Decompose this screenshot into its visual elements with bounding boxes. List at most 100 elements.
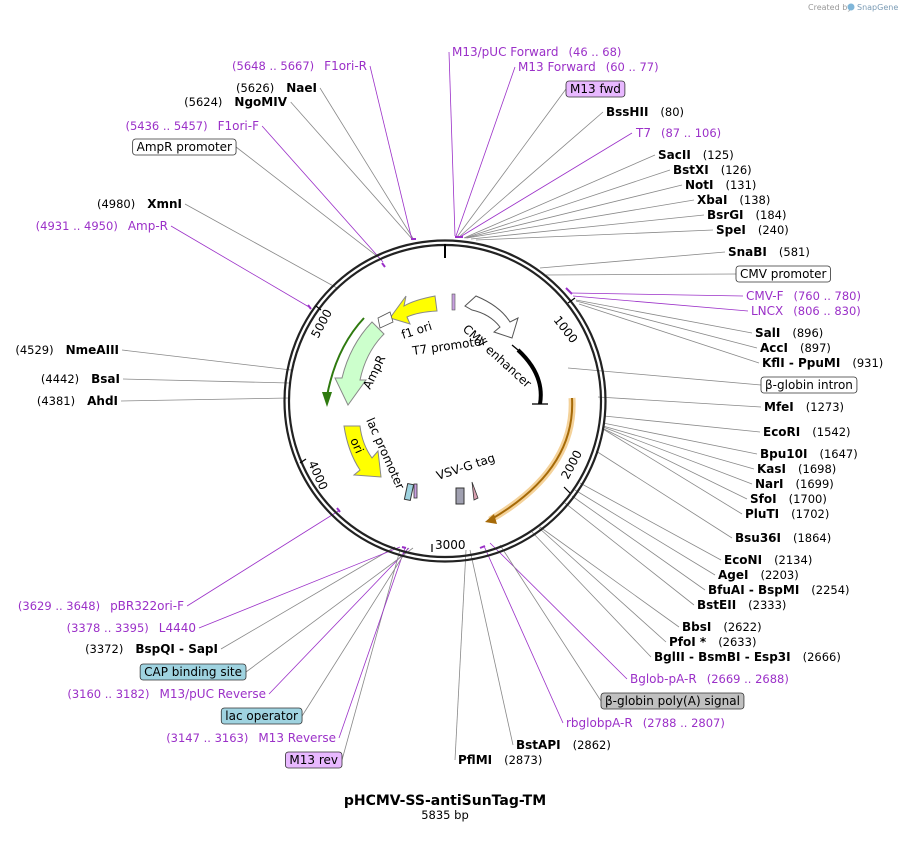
site-label-acci: AccI(897)	[760, 341, 831, 355]
site-label-bsshii: BssHII(80)	[606, 105, 684, 119]
site-position: (4381)	[37, 394, 75, 408]
site-position: (60 .. 77)	[606, 60, 659, 74]
site-label-bpu10i: Bpu10I(1647)	[760, 447, 858, 461]
site-label-m13-forward: M13 Forward(60 .. 77)	[518, 60, 659, 74]
site-label-text: BstXI(126)	[673, 163, 752, 177]
site-label-text: AgeI(2203)	[718, 568, 799, 582]
site-position: (131)	[726, 178, 757, 192]
site-label-text: BssHII(80)	[606, 105, 684, 119]
credit-brand: SnapGene	[857, 3, 898, 12]
site-position: (3147 .. 3163)	[166, 731, 248, 745]
site-label-m13-reverse: (3147 .. 3163) M13 Reverse	[166, 731, 336, 745]
site-position: (3372)	[85, 642, 123, 656]
site-position: (3378 .. 3395)	[67, 621, 149, 635]
vsv-g-tag-box	[455, 487, 465, 505]
site-name: SacII	[658, 148, 691, 162]
site-label-pflmi: PflMI(2873)	[458, 753, 542, 767]
site-position: (184)	[756, 208, 787, 222]
site-name: XbaI	[697, 193, 727, 207]
site-label-ngomiv: (5624) NgoMIV	[184, 95, 288, 109]
site-name: NarI	[755, 477, 784, 491]
site-label-text: PflMI(2873)	[458, 753, 542, 767]
site-label-sacii: SacII (125)	[658, 148, 734, 162]
site-name: BfuAI - BspMI	[708, 583, 799, 597]
box-label-text: AmpR promoter	[137, 140, 232, 154]
ampr-green-arrowhead	[322, 392, 332, 407]
feature-vsv-g-tag: VSV-G tag	[435, 451, 497, 483]
site-labels: M13/pUC Forward(46 .. 68)M13 Forward(60 …	[15, 45, 883, 769]
site-position: (2862)	[573, 738, 611, 752]
site-name: PfoI *	[669, 635, 707, 649]
site-label-globin-intron: β-globin intron	[760, 376, 858, 394]
site-label-text: EcoNI(2134)	[724, 553, 812, 567]
site-name: Amp-R	[128, 219, 168, 233]
site-label-text: PluTI(1702)	[745, 507, 829, 521]
site-label-l4440: (3378 .. 3395) L4440	[67, 621, 196, 635]
site-position: (2666)	[803, 650, 841, 664]
site-name: BsrGI	[707, 208, 744, 222]
site-name: SfoI	[750, 492, 777, 506]
plasmid-length: 5835 bp	[421, 808, 469, 822]
box-label-frame	[565, 80, 626, 98]
site-position: (5624)	[184, 95, 222, 109]
site-position: (1698)	[798, 462, 836, 476]
box-label-frame	[760, 376, 858, 394]
site-label-t7: T7(87 .. 106)	[635, 126, 721, 140]
site-label-text: SalI(896)	[755, 326, 823, 340]
site-position: (1647)	[819, 447, 857, 461]
site-position: (4442)	[41, 372, 79, 386]
site-position: (2633)	[718, 635, 756, 649]
site-position: (240)	[758, 223, 789, 237]
site-label-nmeaiii: (4529) NmeAIII	[15, 343, 119, 357]
site-label-pfoi: PfoI * (2633)	[669, 635, 756, 649]
site-name: NgoMIV	[234, 95, 287, 109]
site-name: M13 Reverse	[258, 731, 336, 745]
site-label-text: NarI(1699)	[755, 477, 834, 491]
site-label-text: rbglobpA-R (2788 .. 2807)	[566, 716, 725, 730]
site-position: (2333)	[748, 598, 786, 612]
backbone-ring	[283, 239, 607, 563]
site-label-text: (4442)BsaI	[41, 372, 120, 386]
site-label-bstapi: BstAPI(2862)	[516, 738, 611, 752]
site-name: rbglobpA-R	[566, 716, 633, 730]
site-label-m13-puc-reverse: (3160 .. 3182)M13/pUC Reverse	[67, 687, 266, 701]
site-position: (897)	[800, 341, 831, 355]
site-position: (4529)	[15, 343, 53, 357]
box-label-frame	[139, 663, 247, 681]
label-connectors	[120, 51, 762, 761]
site-label-text: BglII - BsmBI - Esp3I (2666)	[654, 650, 841, 664]
site-name: L4440	[159, 621, 196, 635]
site-label-pbr322ori-f: (3629 .. 3648)pBR322ori-F	[18, 599, 184, 613]
site-position: (1273)	[806, 400, 844, 414]
site-name: PluTI	[745, 507, 779, 521]
site-label-text: LNCX(806 .. 830)	[751, 304, 861, 318]
site-name: LNCX	[751, 304, 783, 318]
site-position: (2788 .. 2807)	[643, 716, 725, 730]
site-label-text: CMV-F(760 .. 780)	[746, 289, 861, 303]
site-name: M13/pUC Reverse	[160, 687, 267, 701]
site-name: pBR322ori-F	[110, 599, 184, 613]
site-label-text: (3629 .. 3648)pBR322ori-F	[18, 599, 184, 613]
cmv-enhancer-arrow	[464, 295, 519, 339]
site-label-text: (4980)XmnI	[97, 197, 182, 211]
site-label-econi: EcoNI(2134)	[724, 553, 812, 567]
site-label-pluti: PluTI(1702)	[745, 507, 829, 521]
site-label-m13-puc-forward: M13/pUC Forward(46 .. 68)	[452, 45, 621, 59]
box-label-text: CMV promoter	[740, 267, 827, 281]
site-name: NmeAIII	[66, 343, 119, 357]
site-label-bfuai-bspmi: BfuAI - BspMI(2254)	[708, 583, 850, 597]
site-name: BstXI	[673, 163, 709, 177]
site-position: (125)	[703, 148, 734, 162]
site-label-f1ori-f: (5436 .. 5457)F1ori-F	[125, 119, 259, 133]
box-label-frame	[220, 707, 303, 725]
site-position: (46 .. 68)	[569, 45, 622, 59]
credit-text: Created by	[808, 3, 852, 12]
site-name: BglII - BsmBI - Esp3I	[654, 650, 791, 664]
site-name: KasI	[757, 462, 786, 476]
site-label-text: XbaI(138)	[697, 193, 770, 207]
site-name: MfeI	[764, 400, 794, 414]
site-name: Bglob-pA-R	[630, 672, 697, 686]
ampr-arrow	[334, 321, 385, 406]
site-name: KflI - PpuMI	[762, 356, 840, 370]
ampr-promoter-mark	[377, 311, 394, 329]
